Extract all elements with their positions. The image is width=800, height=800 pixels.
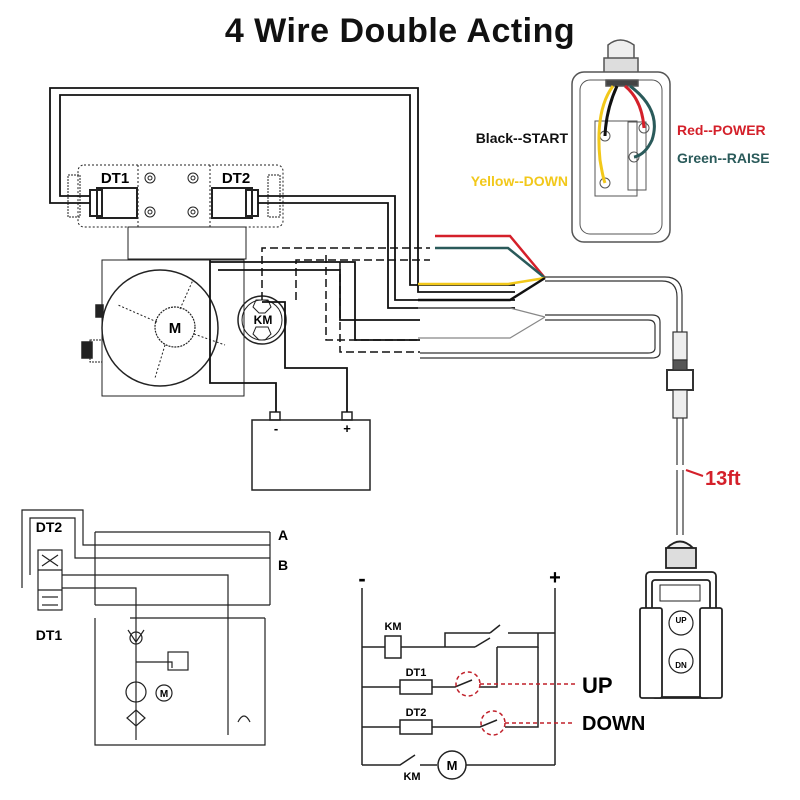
- hydraulic-schematic: [21, 509, 271, 746]
- ladder-km-contact: KM: [403, 771, 420, 783]
- ladder-km-coil: KM: [384, 621, 401, 633]
- dt2-coil: [211, 187, 253, 219]
- dt1-coil: [96, 187, 138, 219]
- ladder-up-label: UP: [582, 673, 613, 698]
- dt2-label: DT2: [222, 170, 250, 187]
- ladder-motor: M: [447, 758, 458, 773]
- solenoid-label: KM: [254, 313, 273, 327]
- port-b-label: B: [278, 557, 288, 573]
- coil-wires: [49, 87, 515, 412]
- remote-up-button[interactable]: UP: [675, 616, 687, 625]
- ladder-negative: -: [358, 566, 365, 591]
- hyd-motor-label: M: [160, 689, 168, 700]
- ladder-positive: +: [549, 567, 561, 589]
- ladder-diagram: [361, 588, 556, 780]
- cable-length-label: 13ft: [705, 468, 741, 490]
- wire-label-yellow: Yellow--DOWN: [471, 173, 568, 189]
- ladder-down-label: DOWN: [582, 713, 645, 735]
- cable: [420, 276, 704, 535]
- battery: [251, 419, 371, 491]
- pushbuttons: [455, 671, 575, 736]
- wire-label-red: Red--POWER: [677, 122, 766, 138]
- hyd-valve-dt1: DT1: [36, 627, 63, 643]
- wire-label-black: Black--START: [476, 130, 569, 146]
- switch-box: [571, 39, 671, 243]
- remote-down-button[interactable]: DN: [675, 661, 687, 670]
- switch-box-wires: [597, 84, 656, 184]
- port-a-label: A: [278, 527, 288, 543]
- wire-label-green: Green--RAISE: [677, 150, 770, 166]
- dt1-label: DT1: [101, 170, 129, 187]
- diagram-title: 4 Wire Double Acting: [224, 12, 576, 50]
- ladder-dt1: DT1: [406, 667, 427, 679]
- hyd-valve-dt2: DT2: [36, 519, 63, 535]
- remote-control: [639, 540, 723, 699]
- motor-label: M: [169, 320, 182, 337]
- color-wire-bundle: [418, 234, 546, 339]
- battery-negative: -: [274, 421, 278, 436]
- battery-positive: +: [343, 421, 351, 436]
- dashed-wires: [261, 247, 430, 353]
- ladder-dt2: DT2: [406, 707, 427, 719]
- power-unit: [67, 164, 371, 491]
